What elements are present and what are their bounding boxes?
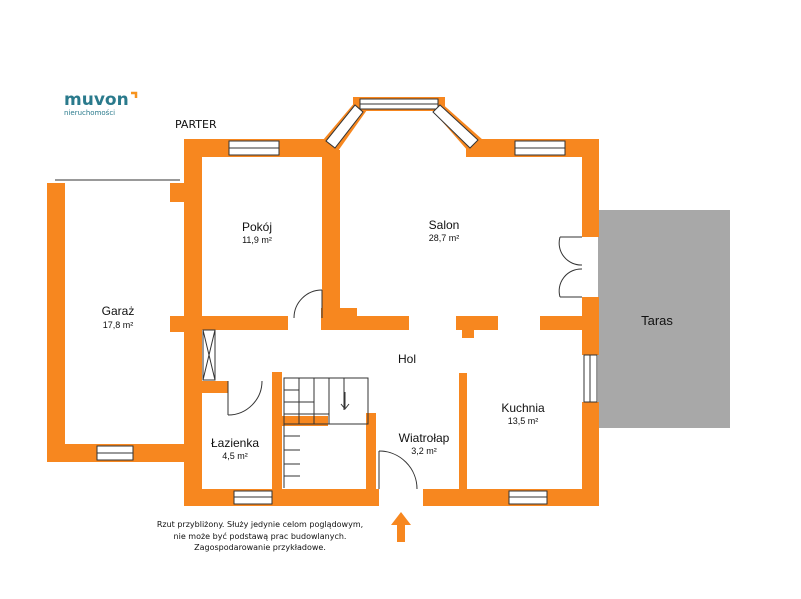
room-name-pokoj: Pokój — [242, 220, 272, 234]
room-name-garaz: Garaż — [102, 304, 135, 318]
disclaimer: Rzut przybliżony. Służy jedynie celom po… — [130, 519, 390, 554]
entrance-arrow-icon — [391, 512, 411, 542]
room-area-pokoj: 11,9 m² — [242, 235, 272, 245]
logo-name: muvon — [64, 90, 129, 110]
room-name-lazienka: Łazienka — [211, 436, 259, 450]
room-area-wiatrolap: 3,2 m² — [411, 446, 437, 456]
logo-tagline: nieruchomości — [64, 109, 115, 117]
stairs — [283, 377, 369, 488]
room-name-wiatrolap: Wiatrołap — [399, 431, 450, 445]
room-name-hol: Hol — [398, 352, 416, 366]
windows — [96, 98, 598, 505]
disclaimer-line: nie może być podstawą prac budowlanych. — [173, 531, 347, 541]
walls — [47, 97, 599, 506]
room-name-taras: Taras — [641, 313, 673, 328]
terrace-area — [598, 210, 730, 428]
room-name-salon: Salon — [429, 218, 460, 232]
room-area-salon: 28,7 m² — [429, 233, 460, 243]
room-labels: Garaż 17,8 m² Pokój 11,9 m² Salon 28,7 m… — [102, 218, 674, 461]
logo-accent-icon — [131, 91, 138, 98]
room-area-lazienka: 4,5 m² — [222, 451, 248, 461]
disclaimer-line: Rzut przybliżony. Służy jedynie celom po… — [156, 520, 364, 529]
room-name-kuchnia: Kuchnia — [501, 401, 545, 415]
disclaimer-line: Zagospodarowanie przykładowe. — [194, 543, 326, 552]
floor-label: PARTER — [175, 118, 217, 131]
doors — [227, 236, 583, 490]
room-area-kuchnia: 13,5 m² — [508, 416, 539, 426]
room-area-garaz: 17,8 m² — [103, 320, 134, 330]
muvon-logo: muvon nieruchomości — [64, 90, 138, 117]
